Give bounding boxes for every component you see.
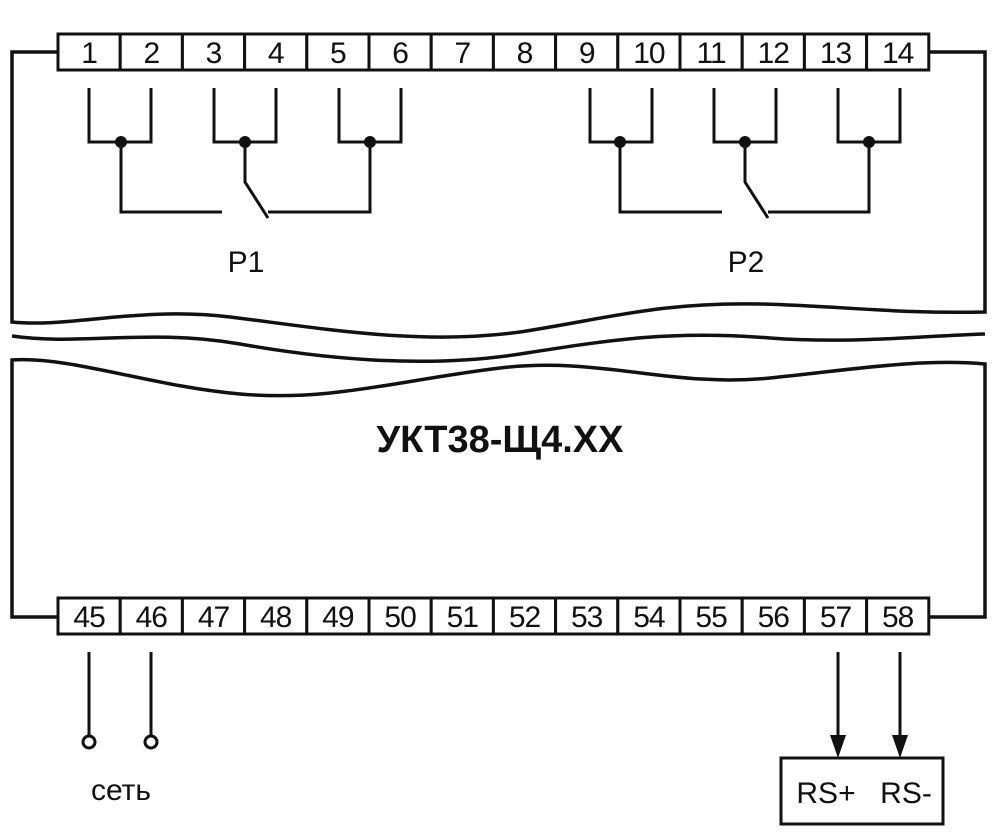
top-terminal-label: 10 <box>633 37 665 70</box>
bottom-terminal-48: 48 <box>243 596 309 636</box>
top-terminal-box <box>865 32 931 72</box>
power-label: сеть <box>91 774 151 807</box>
bottom-terminal-label: 50 <box>384 601 416 634</box>
bottom-terminal-label: 52 <box>509 601 541 634</box>
top-terminal-box <box>678 32 744 72</box>
bottom-terminal-label: 58 <box>882 601 914 634</box>
top-terminal-3: 3 <box>180 32 247 72</box>
break-line <box>11 332 986 363</box>
bottom-terminal-51: 51 <box>429 596 495 636</box>
device-body-upper <box>10 50 987 339</box>
top-terminal-12: 12 <box>740 32 806 72</box>
top-terminal-7: 7 <box>429 32 495 72</box>
top-terminal-label: 6 <box>392 37 408 70</box>
bottom-terminal-box <box>118 596 184 636</box>
top-terminal-label: 11 <box>697 37 726 70</box>
bottom-terminal-box <box>180 596 247 636</box>
rs-plus-label: RS+ <box>796 777 855 810</box>
top-terminal-2: 2 <box>118 32 184 72</box>
top-terminal-5: 5 <box>305 32 371 72</box>
bottom-terminal-53: 53 <box>554 596 620 636</box>
bottom-terminal-box <box>554 596 620 636</box>
top-terminal-label: 13 <box>820 37 852 70</box>
rs-interface-box <box>779 756 945 826</box>
bottom-terminal-45: 45 <box>56 596 122 636</box>
top-terminal-label: 14 <box>882 37 914 70</box>
top-terminal-label: 8 <box>517 37 533 70</box>
relay-p2-nodes <box>614 136 875 148</box>
top-terminal-label: 2 <box>143 37 159 70</box>
relay-p2-label: Р2 <box>728 246 765 279</box>
top-terminal-label: 12 <box>758 37 790 70</box>
rs-minus-label: RS- <box>880 777 932 810</box>
top-terminal-label: 3 <box>206 37 222 70</box>
top-terminal-11: 11 <box>678 32 744 72</box>
rs-arrowheads <box>830 735 908 758</box>
bottom-terminal-label: 48 <box>260 601 292 634</box>
bottom-terminal-56: 56 <box>740 596 806 636</box>
bottom-terminal-box <box>367 596 433 636</box>
top-terminal-13: 13 <box>802 32 869 72</box>
top-terminal-1: 1 <box>56 32 122 72</box>
bottom-terminal-label: 51 <box>447 601 479 634</box>
rs-leads <box>836 652 902 735</box>
bottom-terminal-label: 46 <box>136 601 168 634</box>
bottom-terminal-box <box>740 596 806 636</box>
bottom-terminal-label: 47 <box>198 601 230 634</box>
power-leads <box>81 652 159 750</box>
top-terminal-10: 10 <box>616 32 682 72</box>
relay-p1-label: Р1 <box>228 246 265 279</box>
top-terminal-4: 4 <box>243 32 309 72</box>
top-terminal-label: 9 <box>579 37 595 70</box>
bottom-terminal-label: 49 <box>322 601 354 634</box>
relay-p1-nodes <box>115 136 376 148</box>
top-terminal-8: 8 <box>491 32 558 72</box>
bottom-terminal-55: 55 <box>678 596 744 636</box>
bottom-terminal-47: 47 <box>180 596 247 636</box>
device-title: УКТ38-Щ4.XX <box>376 419 624 461</box>
bottom-terminal-box <box>429 596 495 636</box>
bottom-terminal-57: 57 <box>802 596 869 636</box>
bottom-terminal-label: 56 <box>758 601 790 634</box>
relay-p1-contacts <box>87 88 403 219</box>
bottom-terminal-label: 55 <box>695 601 727 634</box>
bottom-terminal-box <box>56 596 122 636</box>
top-terminal-label: 4 <box>268 37 284 70</box>
bottom-terminal-46: 46 <box>118 596 184 636</box>
bottom-terminal-label: 45 <box>73 601 105 634</box>
bottom-terminal-box <box>305 596 371 636</box>
bottom-terminal-label: 57 <box>820 601 852 634</box>
bottom-terminal-block: 45 46 47 48 49 50 51 52 53 54 55 56 57 58 <box>56 596 931 636</box>
top-terminal-label: 5 <box>330 37 346 70</box>
bottom-terminal-50: 50 <box>367 596 433 636</box>
device-body-lower <box>10 357 987 619</box>
top-terminal-6: 6 <box>367 32 433 72</box>
top-terminal-label: 7 <box>454 37 470 70</box>
bottom-terminal-58: 58 <box>865 596 931 636</box>
bottom-terminal-box <box>865 596 931 636</box>
bottom-terminal-54: 54 <box>616 596 682 636</box>
top-terminal-box <box>180 32 247 72</box>
bottom-terminal-52: 52 <box>491 596 558 636</box>
bottom-terminal-label: 53 <box>571 601 603 634</box>
top-terminal-label: 1 <box>81 37 97 70</box>
bottom-terminal-49: 49 <box>305 596 371 636</box>
top-terminal-14: 14 <box>865 32 931 72</box>
bottom-terminal-label: 54 <box>633 601 665 634</box>
relay-p2-contacts <box>588 88 902 219</box>
top-terminal-9: 9 <box>554 32 620 72</box>
